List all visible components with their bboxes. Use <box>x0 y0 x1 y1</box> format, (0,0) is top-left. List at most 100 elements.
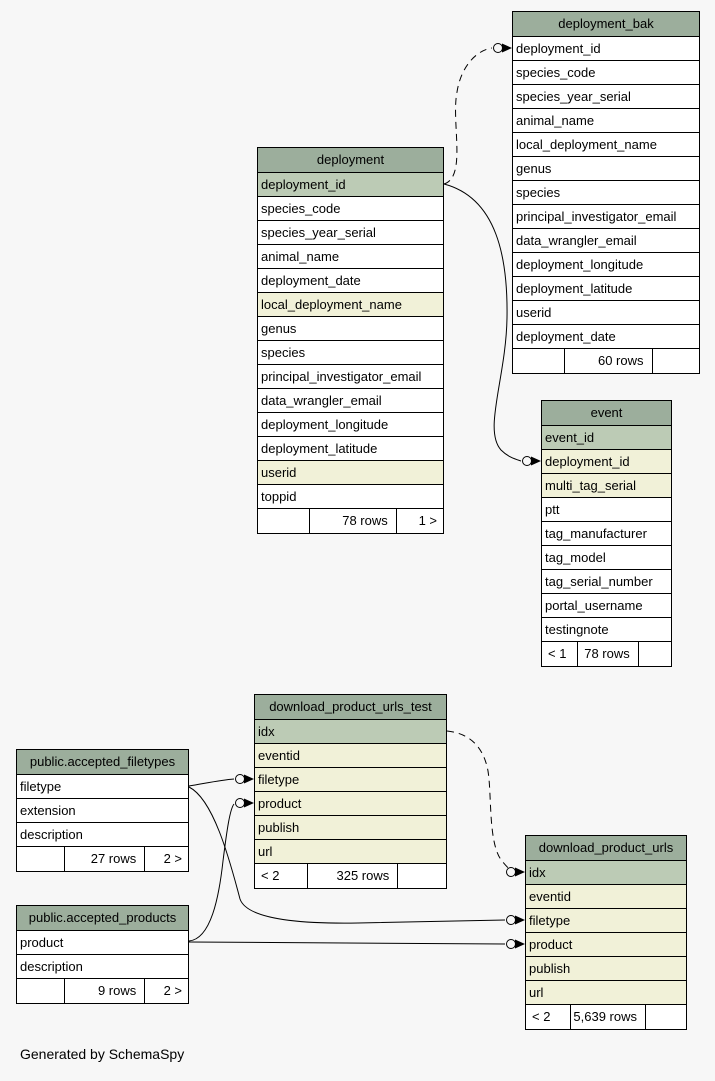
footer-children-count <box>258 509 310 533</box>
table-title[interactable]: download_product_urls_test <box>255 695 446 720</box>
column-genus: genus <box>513 157 699 181</box>
footer-children-count: < 2 <box>255 864 309 888</box>
column-description: description <box>17 823 188 847</box>
footer-row-count: 5,639 rows <box>571 1005 646 1029</box>
relationship-line-public.accepted_products.product-to-download_product_urls_test.product <box>188 803 235 942</box>
arrowhead-icon <box>515 939 525 949</box>
table-footer: 78 rows 1 > <box>258 509 443 533</box>
footer-parents-count: 2 > <box>163 983 182 998</box>
column-portal_username: portal_username <box>542 594 671 618</box>
table-title[interactable]: public.accepted_products <box>17 906 188 931</box>
arrowhead-icon <box>515 915 525 925</box>
column-deployment_id: deployment_id <box>542 450 671 474</box>
generator-note: Generated by SchemaSpy <box>20 1046 185 1062</box>
relationship-line-deployment.deployment_id-to-deployment_bak.deployment_id <box>443 47 493 185</box>
column-description: description <box>17 955 188 979</box>
column-deployment_date: deployment_date <box>513 325 699 349</box>
cardinality-circle-icon <box>522 456 532 466</box>
column-testingnote: testingnote <box>542 618 671 642</box>
footer-children-count <box>513 349 566 373</box>
footer-children-count: < 1 <box>542 642 579 666</box>
column-local_deployment_name: local_deployment_name <box>513 133 699 157</box>
column-deployment_date: deployment_date <box>258 269 443 293</box>
column-animal_name: animal_name <box>513 109 699 133</box>
column-species: species <box>513 181 699 205</box>
column-event_id: event_id <box>542 426 671 450</box>
column-filetype: filetype <box>255 768 446 792</box>
column-genus: genus <box>258 317 443 341</box>
column-url: url <box>526 981 686 1005</box>
cardinality-circle-icon <box>235 774 245 784</box>
footer-children-count <box>17 847 65 871</box>
arrowhead-icon <box>531 456 541 466</box>
table-title[interactable]: deployment <box>258 148 443 173</box>
relationship-line-public.accepted_products.product-to-download_product_urls.product <box>188 941 506 945</box>
table-footer: < 1 78 rows <box>542 642 671 666</box>
column-data_wrangler_email: data_wrangler_email <box>258 389 443 413</box>
arrowhead-icon <box>244 774 254 784</box>
relationship-line-deployment.deployment_id-to-event.deployment_id <box>443 183 522 462</box>
column-publish: publish <box>255 816 446 840</box>
column-deployment_latitude: deployment_latitude <box>513 277 699 301</box>
column-principal_investigator_email: principal_investigator_email <box>258 365 443 389</box>
column-userid: userid <box>258 461 443 485</box>
footer-row-count: 78 rows <box>310 509 397 533</box>
cardinality-circle-icon <box>493 43 503 53</box>
relationship-line-public.accepted_filetypes.filetype-to-download_product_urls_test.filetype <box>188 778 235 787</box>
column-product: product <box>17 931 188 955</box>
column-species_code: species_code <box>258 197 443 221</box>
arrowhead-icon <box>502 43 512 53</box>
cardinality-circle-icon <box>506 915 516 925</box>
column-tag_manufacturer: tag_manufacturer <box>542 522 671 546</box>
cardinality-circle-icon <box>235 798 245 808</box>
table-title[interactable]: deployment_bak <box>513 12 699 37</box>
table-title[interactable]: public.accepted_filetypes <box>17 750 188 775</box>
column-tag_model: tag_model <box>542 546 671 570</box>
footer-parents-count <box>398 864 446 888</box>
column-toppid: toppid <box>258 485 443 509</box>
footer-row-count: 60 rows <box>565 349 653 373</box>
cardinality-circle-icon <box>506 867 516 877</box>
table-footer: 9 rows 2 > <box>17 979 188 1003</box>
column-local_deployment_name: local_deployment_name <box>258 293 443 317</box>
footer-row-count: 325 rows <box>308 864 399 888</box>
column-principal_investigator_email: principal_investigator_email <box>513 205 699 229</box>
column-eventid: eventid <box>526 885 686 909</box>
column-url: url <box>255 840 446 864</box>
footer-row-count: 9 rows <box>65 979 146 1003</box>
column-product: product <box>255 792 446 816</box>
table-footer: < 2 325 rows <box>255 864 446 888</box>
column-deployment_longitude: deployment_longitude <box>513 253 699 277</box>
table-footer: < 2 5,639 rows <box>526 1005 686 1029</box>
table-title[interactable]: download_product_urls <box>526 836 686 861</box>
footer-children-count: < 2 <box>526 1005 571 1029</box>
column-tag_serial_number: tag_serial_number <box>542 570 671 594</box>
column-deployment_id: deployment_id <box>258 173 443 197</box>
footer-parents-count <box>639 642 671 666</box>
column-data_wrangler_email: data_wrangler_email <box>513 229 699 253</box>
column-animal_name: animal_name <box>258 245 443 269</box>
table-title[interactable]: event <box>542 401 671 426</box>
column-species_code: species_code <box>513 61 699 85</box>
table-footer: 27 rows 2 > <box>17 847 188 871</box>
column-product: product <box>526 933 686 957</box>
column-multi_tag_serial: multi_tag_serial <box>542 474 671 498</box>
column-eventid: eventid <box>255 744 446 768</box>
arrowhead-icon <box>244 798 254 808</box>
column-deployment_longitude: deployment_longitude <box>258 413 443 437</box>
